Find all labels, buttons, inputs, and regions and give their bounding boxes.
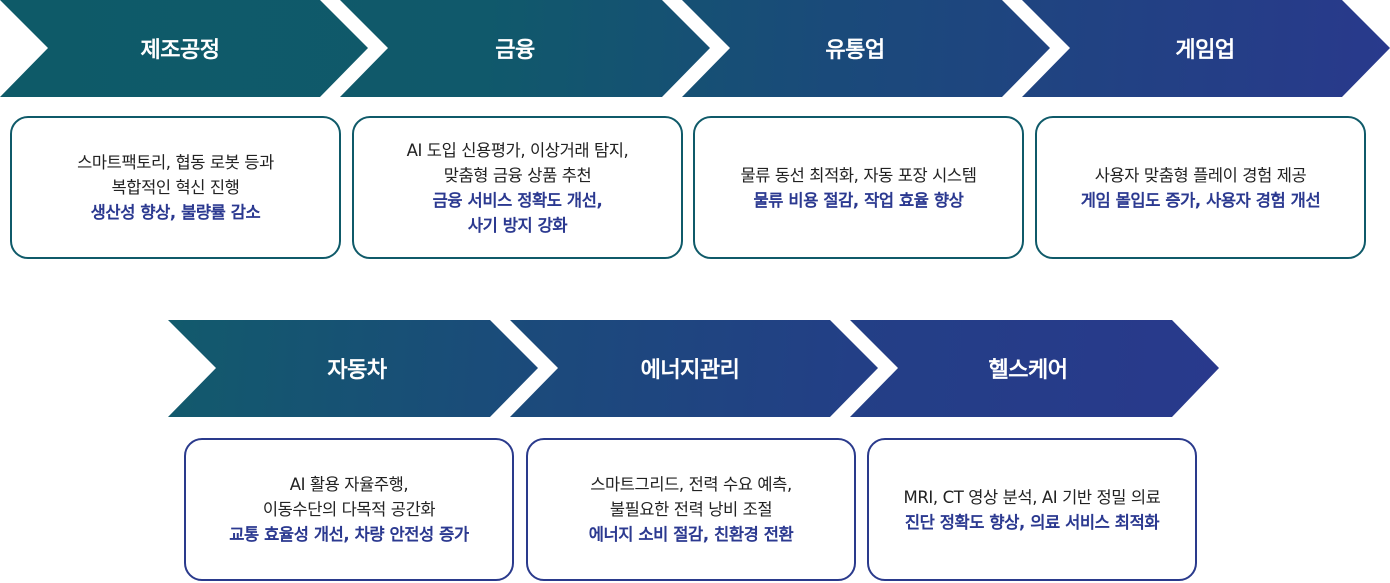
card-highlight: 금융 서비스 정확도 개선, <box>432 190 603 210</box>
arrow-title-energy: 에너지관리 <box>640 358 740 383</box>
arrow-shape-energy <box>510 320 878 417</box>
card-highlight: 교통 효율성 개선, 차량 안전성 증가 <box>229 525 469 544</box>
bottom-row-arrows <box>168 320 1219 417</box>
card-manufacturing: 스마트팩토리, 협동 로봇 등과 복합적인 혁신 진행 생산성 향상, 불량률 … <box>10 116 341 259</box>
arrow-shape-manufacturing <box>0 0 368 97</box>
card-highlight: 진단 정확도 향상, 의료 서비스 최적화 <box>904 512 1160 532</box>
card-highlight: 생산성 향상, 불량률 감소 <box>90 203 261 222</box>
arrow-shape-automotive <box>168 320 538 417</box>
card-finance: AI 도입 신용평가, 이상거래 탐지, 맞춤형 금융 상품 추천 금융 서비스… <box>352 116 683 259</box>
top-row-arrows <box>0 0 1390 97</box>
card-text: 물류 동선 최적화, 자동 포장 시스템 <box>740 165 977 185</box>
arrow-shape-gaming <box>1022 0 1390 97</box>
card-gaming: 사용자 맞춤형 플레이 경험 제공 게임 몰입도 증가, 사용자 경험 개선 <box>1035 116 1366 259</box>
card-text: 불필요한 전력 낭비 조절 <box>609 500 773 519</box>
card-text: 사용자 맞춤형 플레이 경험 제공 <box>1094 165 1307 185</box>
card-text: 스마트팩토리, 협동 로봇 등과 <box>77 153 274 172</box>
arrow-shape-retail <box>682 0 1050 97</box>
card-highlight: 물류 비용 절감, 작업 효율 향상 <box>753 190 964 210</box>
card-text: 맞춤형 금융 상품 추천 <box>443 165 592 185</box>
card-text: 스마트그리드, 전력 수요 예측, <box>590 475 792 494</box>
card-text: AI 활용 자율주행, <box>289 475 409 494</box>
card-text: MRI, CT 영상 분석, AI 기반 정밀 의료 <box>903 487 1161 507</box>
card-highlight: 에너지 소비 절감, 친환경 전환 <box>588 525 794 544</box>
arrow-title-gaming: 게임업 <box>1175 38 1235 63</box>
arrow-shape-healthcare <box>850 320 1219 417</box>
arrow-title-automotive: 자동차 <box>327 358 387 383</box>
card-highlight: 게임 몰입도 증가, 사용자 경험 개선 <box>1080 190 1321 210</box>
arrow-title-finance: 금융 <box>495 38 535 63</box>
arrow-title-retail: 유통업 <box>825 38 885 63</box>
card-energy: 스마트그리드, 전력 수요 예측, 불필요한 전력 낭비 조절 에너지 소비 절… <box>526 438 856 581</box>
card-highlight: 사기 방지 강화 <box>467 215 568 235</box>
card-automotive: AI 활용 자율주행, 이동수단의 다목적 공간화 교통 효율성 개선, 차량 … <box>184 438 514 581</box>
arrow-shape-finance <box>340 0 710 97</box>
card-text: 이동수단의 다목적 공간화 <box>262 500 436 519</box>
card-retail: 물류 동선 최적화, 자동 포장 시스템 물류 비용 절감, 작업 효율 향상 <box>693 116 1024 259</box>
card-healthcare: MRI, CT 영상 분석, AI 기반 정밀 의료 진단 정확도 향상, 의료… <box>867 438 1197 581</box>
arrow-title-healthcare: 헬스케어 <box>988 358 1068 383</box>
arrow-title-manufacturing: 제조공정 <box>140 38 220 63</box>
card-text: AI 도입 신용평가, 이상거래 탐지, <box>406 140 629 160</box>
card-text: 복합적인 혁신 진행 <box>111 178 240 197</box>
